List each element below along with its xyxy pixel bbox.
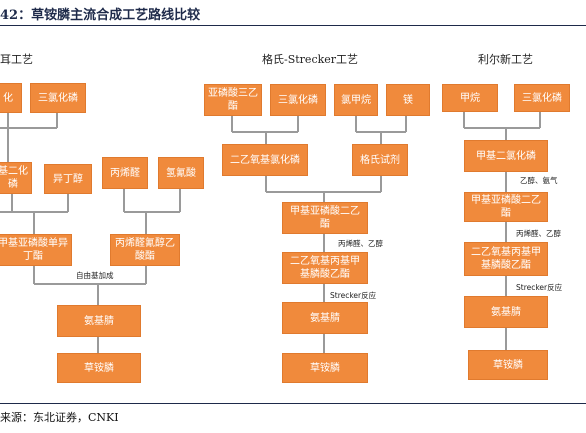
process-box: 氨基腈: [464, 296, 548, 328]
reaction-note: 自由基加成: [76, 271, 114, 280]
process-box: 甲基亚磷酸二乙酯: [282, 202, 368, 234]
process-box: 甲基亚磷酸二乙酯: [464, 192, 548, 222]
process-box: 甲基二氯化磷: [464, 140, 548, 172]
process-box: 二乙氧基丙基甲基膦酸乙酯: [282, 252, 368, 284]
process-box: 格氏试剂: [352, 144, 408, 176]
reaction-note: 丙烯醛、乙醇: [516, 229, 561, 238]
column-heading-1: 耳工艺: [0, 53, 33, 66]
process-box: 化: [0, 83, 22, 113]
process-box: 草铵膦: [468, 350, 548, 380]
process-box: 亚磷酸三乙酯: [204, 84, 262, 116]
process-box: 三氯化磷: [514, 84, 570, 112]
column-heading-3: 利尔新工艺: [478, 53, 533, 66]
process-box: 丙烯醛氰醇乙酸酯: [110, 234, 180, 266]
process-box: 草铵膦: [57, 353, 141, 383]
process-box: 氨基腈: [282, 302, 368, 334]
process-box: 氨基腈: [57, 305, 141, 337]
reaction-note: 乙醇、氨气: [520, 176, 558, 185]
bottom-rule: [0, 403, 586, 404]
source-note: 来源：东北证券，CNKI: [0, 411, 119, 424]
process-box: 草铵膦: [282, 353, 368, 383]
reaction-note: Strecker反应: [516, 283, 563, 292]
process-box: 丙烯醛: [102, 157, 148, 189]
process-box: 异丁醇: [44, 164, 92, 194]
process-box: 三氯化磷: [30, 83, 86, 113]
column-heading-2: 格氏-Strecker工艺: [262, 53, 359, 66]
process-box: 二乙氧基丙基甲基膦酸乙酯: [464, 242, 548, 276]
process-box: 氢氰酸: [158, 157, 204, 189]
process-box: 镁: [386, 84, 430, 116]
figure-title: 42：草铵膦主流合成工艺路线比较: [0, 8, 201, 23]
process-box: 三氯化磷: [270, 84, 326, 116]
process-box: 甲基亚磷酸单异丁酯: [0, 234, 72, 266]
process-box: 二乙氧基氯化磷: [222, 144, 308, 176]
process-box: 基二化磷: [0, 162, 32, 194]
reaction-note: 丙烯醛、乙醇: [338, 239, 383, 248]
process-box: 氯甲烷: [334, 84, 378, 116]
top-rule: [0, 25, 586, 26]
process-box: 甲烷: [442, 84, 498, 112]
reaction-note: Strecker反应: [330, 291, 377, 300]
